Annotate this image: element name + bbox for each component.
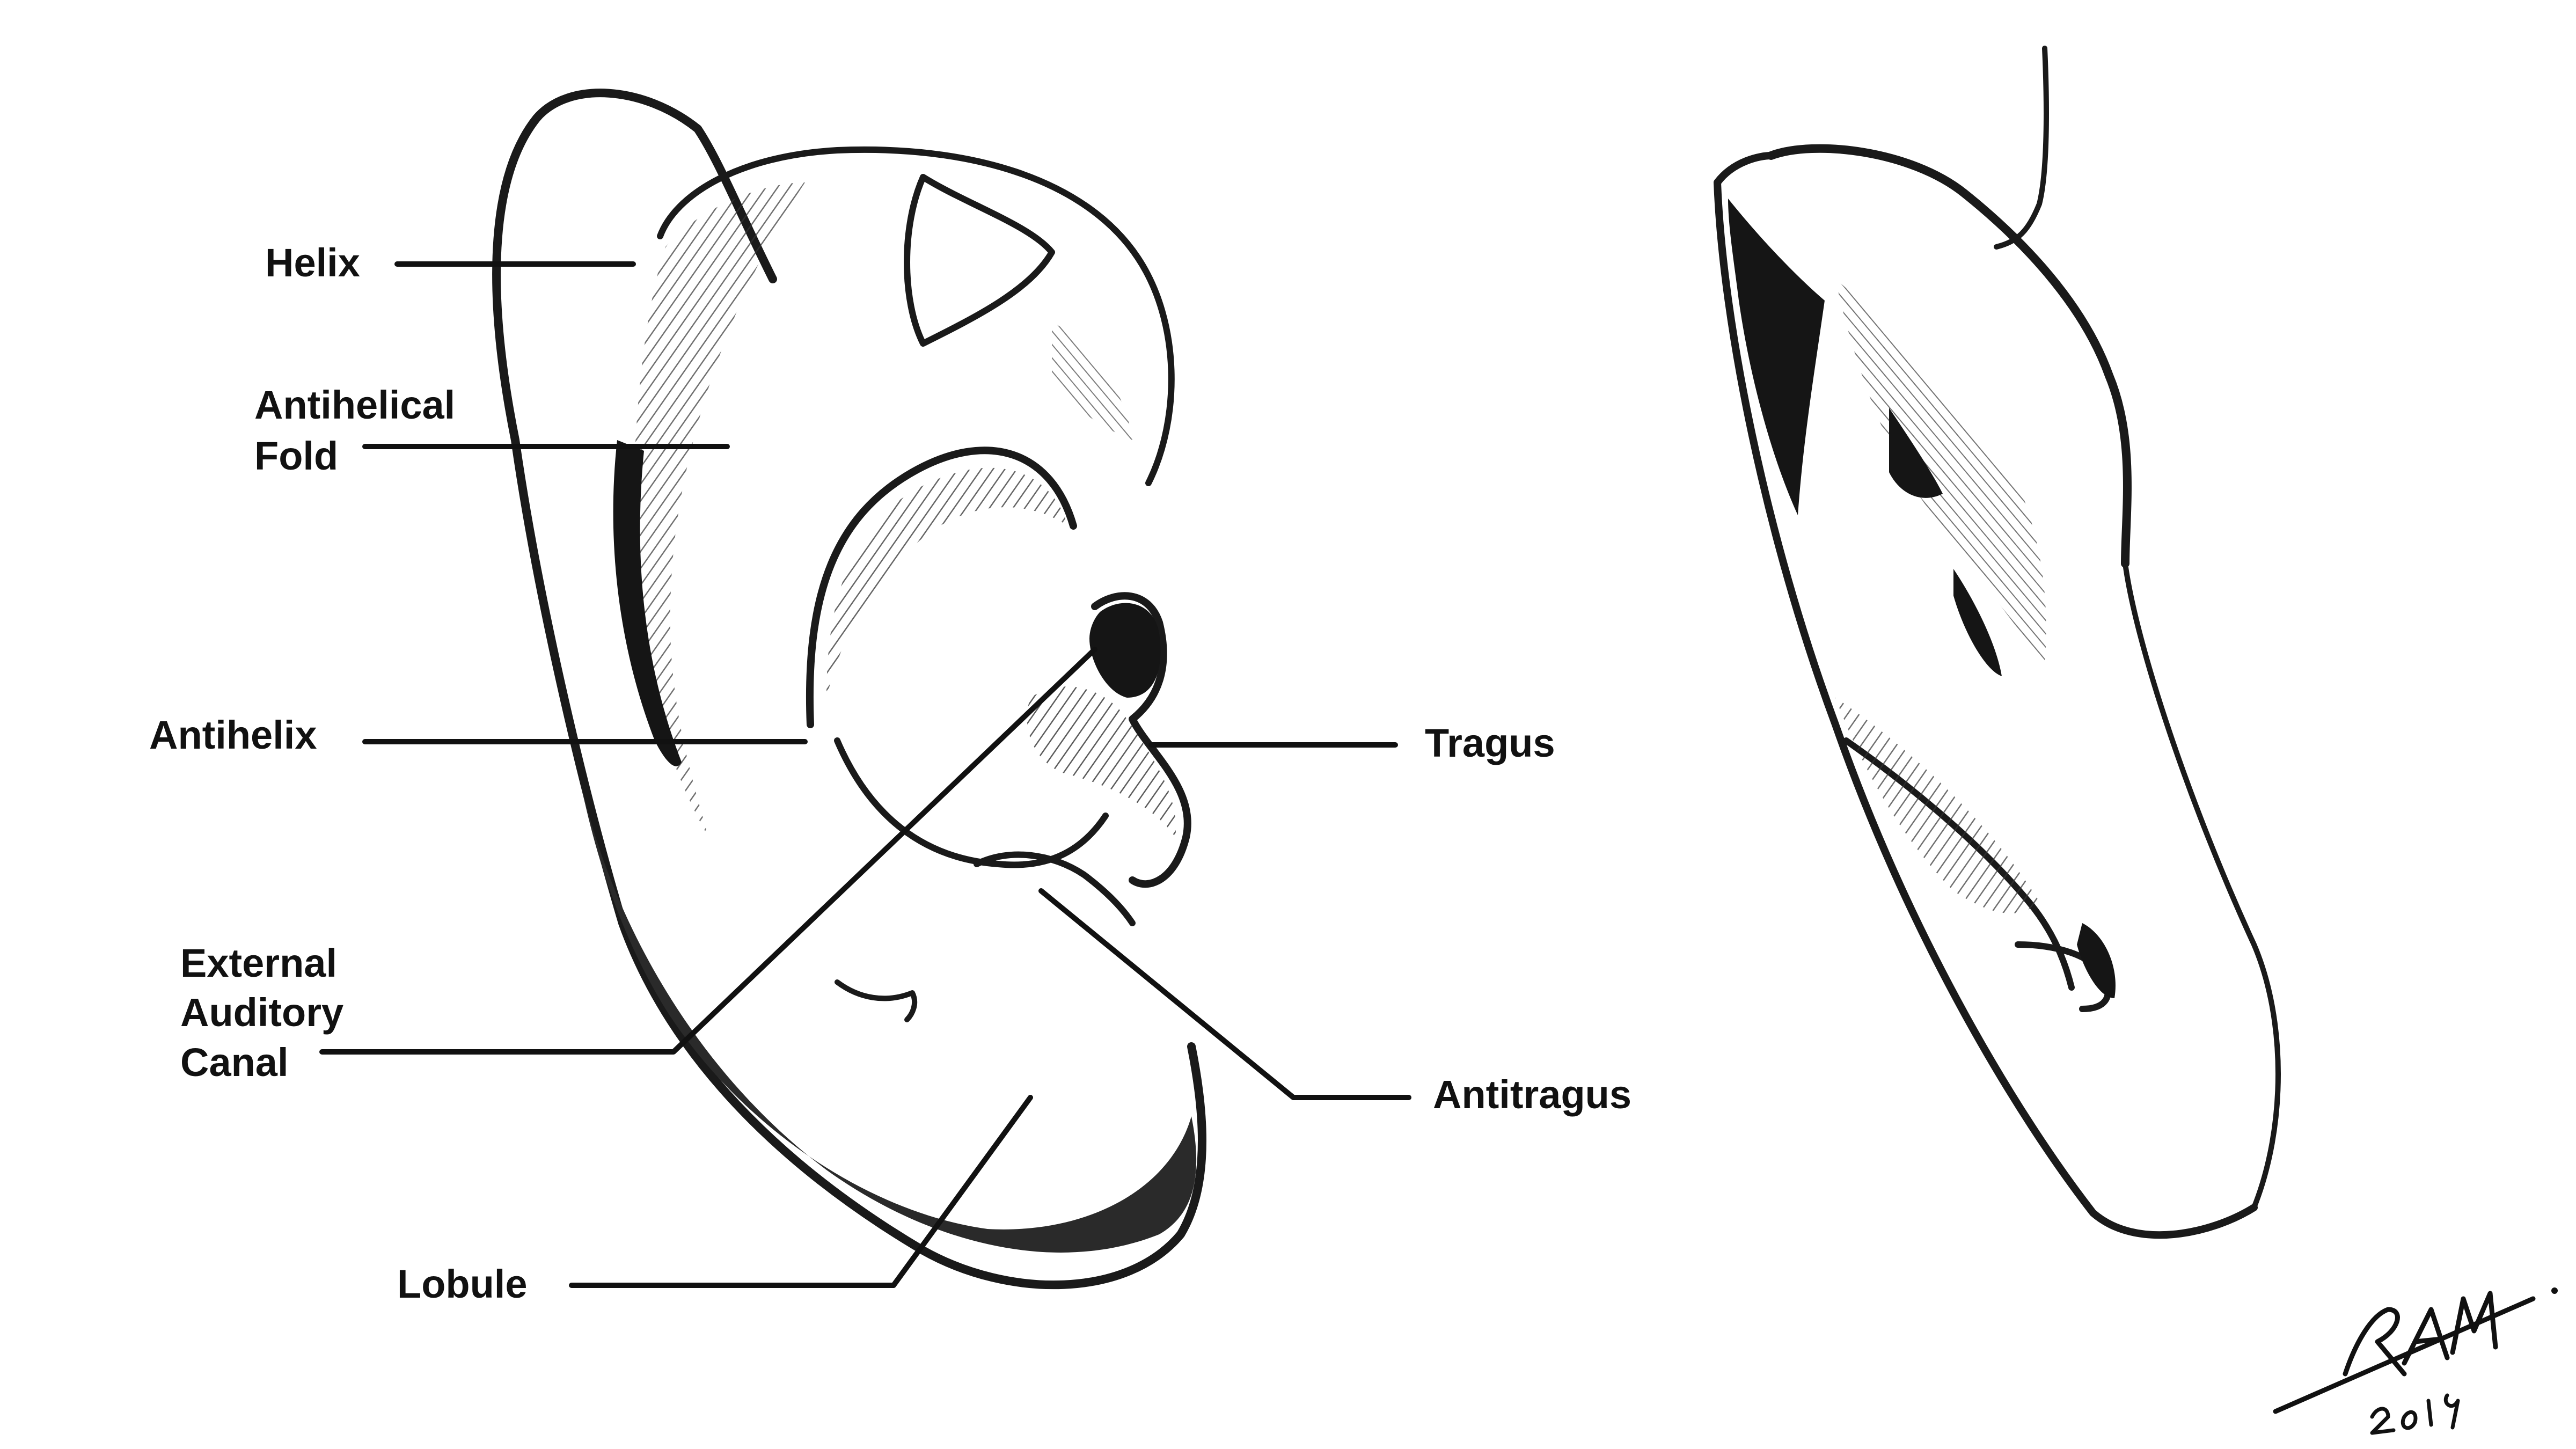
tragus-shading <box>1027 686 1176 837</box>
leader-external-auditory-canal <box>319 647 1097 1055</box>
side-ear-canal-dark <box>2077 923 2116 998</box>
leader-lobule <box>569 1095 1033 1288</box>
head-contour-line <box>1994 46 2049 250</box>
antitragus-outline <box>974 851 1136 926</box>
side-ear-illustration <box>1714 46 2281 1239</box>
side-ear-upper-shadow <box>1728 199 1825 515</box>
label-tragus: Tragus <box>1425 721 1555 765</box>
label-external-auditory-canal-line1: External <box>180 941 337 985</box>
artist-signature <box>2273 1287 2558 1435</box>
leader-lines <box>319 261 1411 1288</box>
label-antitragus: Antitragus <box>1433 1072 1631 1117</box>
label-antihelix: Antihelix <box>149 713 317 757</box>
signature-initials-stroke <box>2273 1291 2536 1414</box>
side-ear-front-edge <box>1714 152 2258 1239</box>
lower-rim-shadow <box>580 778 1197 1253</box>
helix-outline <box>492 89 1206 1290</box>
leader-antitragus <box>1038 888 1411 1100</box>
helix-inner-rim <box>657 146 1175 486</box>
lobule-crease <box>835 979 918 1022</box>
tragus-outline <box>1091 592 1191 888</box>
side-ear-concha-dark <box>1953 569 2002 676</box>
side-ear-inner-shading <box>1835 279 2046 665</box>
label-antihelical-fold-line2: Fold <box>254 434 338 478</box>
labels: Helix Antihelical Fold Antihelix Externa… <box>149 240 1631 1306</box>
label-external-auditory-canal-line3: Canal <box>180 1040 289 1085</box>
scapha-dark-edge <box>613 440 682 766</box>
triangular-fossa <box>904 174 1055 347</box>
label-lobule: Lobule <box>397 1262 528 1306</box>
antihelix-ridge <box>806 447 1077 728</box>
crus-shading <box>1052 322 1132 440</box>
label-antihelical-fold-line1: Antihelical <box>254 383 455 427</box>
side-ear-outer-outline <box>1767 144 2132 568</box>
front-ear-illustration <box>492 89 1206 1290</box>
label-helix: Helix <box>265 240 360 285</box>
scapha-shading <box>633 182 805 837</box>
ear-canal-opening <box>1089 603 1161 698</box>
antihelix-shading <box>826 467 1068 698</box>
side-ear-fossa-dark <box>1889 408 1943 498</box>
side-ear-lower-shading <box>1835 698 2039 913</box>
signature-year-stroke <box>2370 1393 2460 1435</box>
signature-dot <box>2551 1287 2558 1294</box>
side-ear-back-edge <box>2123 561 2281 1210</box>
label-external-auditory-canal-line2: Auditory <box>180 990 343 1035</box>
